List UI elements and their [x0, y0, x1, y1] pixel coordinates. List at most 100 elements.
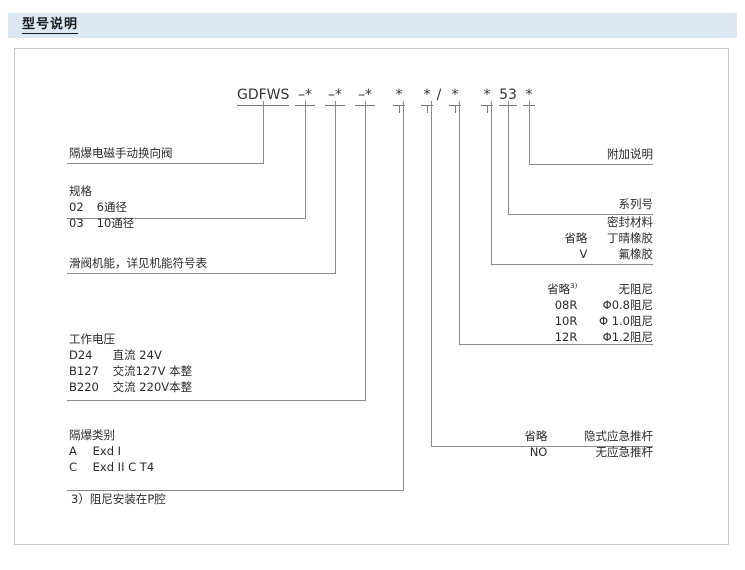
connector-seal-vertical [491, 101, 492, 264]
exproof-code-0: A [69, 444, 77, 458]
connector-product-name-vertical [263, 101, 264, 163]
label-series: 系列号 [553, 196, 654, 212]
label-product-name: 隔爆电磁手动换向阀 [69, 145, 173, 161]
connector-damping-horizontal [459, 344, 653, 345]
voltage-code-2: B220 [69, 380, 99, 394]
emergency-row-1: NO 无应急推杆 [493, 444, 653, 460]
model-code-token-7: * [451, 87, 459, 103]
emergency-row-0: 省略 隐式应急推杆 [493, 428, 653, 444]
connector-spool-horizontal [67, 273, 336, 274]
connector-spool-vertical [335, 101, 336, 273]
additional-text: 附加说明 [607, 147, 653, 161]
spec-code-0: 02 [69, 200, 84, 214]
seal-row-1: V 氟橡胶 [513, 246, 653, 262]
damping-row-1: 08R Φ0.8阻尼 [493, 297, 653, 313]
connector-product-name-horizontal [67, 163, 264, 164]
emergency-desc-0: 隐式应急推杆 [584, 429, 653, 443]
diagram-frame: GDFWS –* –* –* * * / * * 53 * [14, 48, 729, 545]
series-text: 系列号 [618, 197, 654, 211]
emergency-code-0: 省略 [524, 429, 548, 443]
seal-title: 密封材料 [607, 215, 653, 229]
voltage-title: 工作电压 [69, 332, 115, 346]
damping-code-0: 省略 [547, 281, 571, 296]
seal-code-0: 省略 [564, 231, 588, 245]
spec-desc-1: 10通径 [96, 216, 135, 230]
damping-desc-0: 无阻尼 [618, 281, 654, 296]
voltage-code-1: B127 [69, 364, 99, 378]
damping-row-3: 12R Φ1.2阻尼 [493, 329, 653, 345]
connector-voltage-horizontal [67, 400, 366, 401]
model-code-tick-7 [455, 105, 456, 113]
damping-row-0: 省略3) 无阻尼 [493, 278, 653, 297]
damping-row-2: 10R Φ 1.0阻尼 [493, 313, 653, 329]
label-spec-block: 规格 02 6通径 03 10通径 [69, 183, 134, 231]
connector-damping-vertical [459, 101, 460, 344]
label-seal-block: 密封材料 省略 丁晴橡胶 V 氟橡胶 [513, 214, 653, 262]
model-code-token-2: –* [328, 87, 342, 103]
model-code-token-9: 53 [499, 87, 517, 103]
model-code-token-1: –* [298, 87, 312, 103]
label-exproof-block: 隔爆类别 A Exd I C Exd II C T4 [69, 427, 154, 475]
label-voltage-block: 工作电压 D24 直流 24V B127 交流127V 本整 B220 交流 2… [69, 331, 192, 395]
damping-sup-0: 3) [570, 282, 578, 290]
footnote-text: 3）阻尼安装在P腔 [71, 492, 166, 506]
model-code-token-0: GDFWS [237, 87, 290, 103]
damping-code-2: 10R [554, 313, 578, 328]
damping-desc-1: Φ0.8阻尼 [602, 297, 653, 312]
exproof-row-0: A Exd I [69, 443, 154, 459]
spool-function-text: 滑阀机能，详见机能符号表 [69, 256, 207, 270]
exproof-desc-1: Exd II C T4 [92, 460, 155, 474]
model-code-token-6: / [436, 87, 442, 103]
product-name-text: 隔爆电磁手动换向阀 [69, 146, 173, 160]
voltage-desc-1: 交流127V 本整 [112, 364, 193, 378]
voltage-row-0: D24 直流 24V [69, 347, 192, 363]
connector-exproof-vertical [403, 101, 404, 490]
damping-desc-2: Φ 1.0阻尼 [599, 313, 653, 328]
exproof-title: 隔爆类别 [69, 428, 115, 442]
damping-code-3: 12R [554, 329, 578, 344]
seal-row-0: 省略 丁晴橡胶 [513, 230, 653, 246]
connector-series-vertical [508, 101, 509, 214]
label-emergency-block: 省略 隐式应急推杆 NO 无应急推杆 [493, 428, 653, 460]
section-header-bar [8, 13, 737, 38]
connector-exproof-horizontal [67, 490, 404, 491]
model-code-tick-5 [427, 105, 428, 113]
damping-desc-3: Φ1.2阻尼 [602, 329, 653, 344]
voltage-desc-0: 直流 24V [112, 348, 162, 362]
emergency-desc-1: 无应急推杆 [595, 445, 654, 459]
connector-series-horizontal [508, 214, 653, 215]
voltage-row-1: B127 交流127V 本整 [69, 363, 192, 379]
voltage-desc-2: 交流 220V本整 [112, 380, 193, 394]
model-code-token-5: * [423, 87, 431, 103]
model-code-token-3: –* [358, 87, 372, 103]
connector-emergency-horizontal [431, 446, 653, 447]
model-code-token-10: * [525, 87, 533, 103]
page-title: 型号说明 [22, 17, 79, 34]
label-spool-function: 滑阀机能，详见机能符号表 [69, 255, 207, 271]
label-footnote: 3）阻尼安装在P腔 [71, 491, 166, 507]
spec-code-1: 03 [69, 216, 84, 230]
connector-spec-horizontal [67, 218, 306, 219]
connector-spec-vertical [305, 101, 306, 218]
seal-desc-0: 丁晴橡胶 [607, 231, 653, 245]
emergency-code-1: NO [529, 445, 548, 459]
connector-emergency-vertical [431, 101, 432, 446]
model-code-tick-4 [399, 105, 400, 113]
spec-title: 规格 [69, 184, 92, 198]
model-code-tick-8 [487, 105, 488, 113]
spec-desc-0: 6通径 [96, 200, 127, 214]
spec-row-0: 02 6通径 [69, 199, 134, 215]
connector-additional-horizontal [529, 164, 653, 165]
connector-voltage-vertical [365, 101, 366, 400]
connector-seal-horizontal [491, 264, 653, 265]
model-code-token-8: * [483, 87, 491, 103]
spec-row-1: 03 10通径 [69, 215, 134, 231]
model-code-token-4: * [395, 87, 403, 103]
model-code-row: GDFWS –* –* –* * * / * * 53 * [15, 49, 730, 113]
label-additional: 附加说明 [553, 146, 653, 162]
exproof-row-1: C Exd II C T4 [69, 459, 154, 475]
voltage-code-0: D24 [69, 348, 93, 362]
connector-additional-vertical [529, 101, 530, 164]
seal-code-1: V [579, 247, 588, 261]
